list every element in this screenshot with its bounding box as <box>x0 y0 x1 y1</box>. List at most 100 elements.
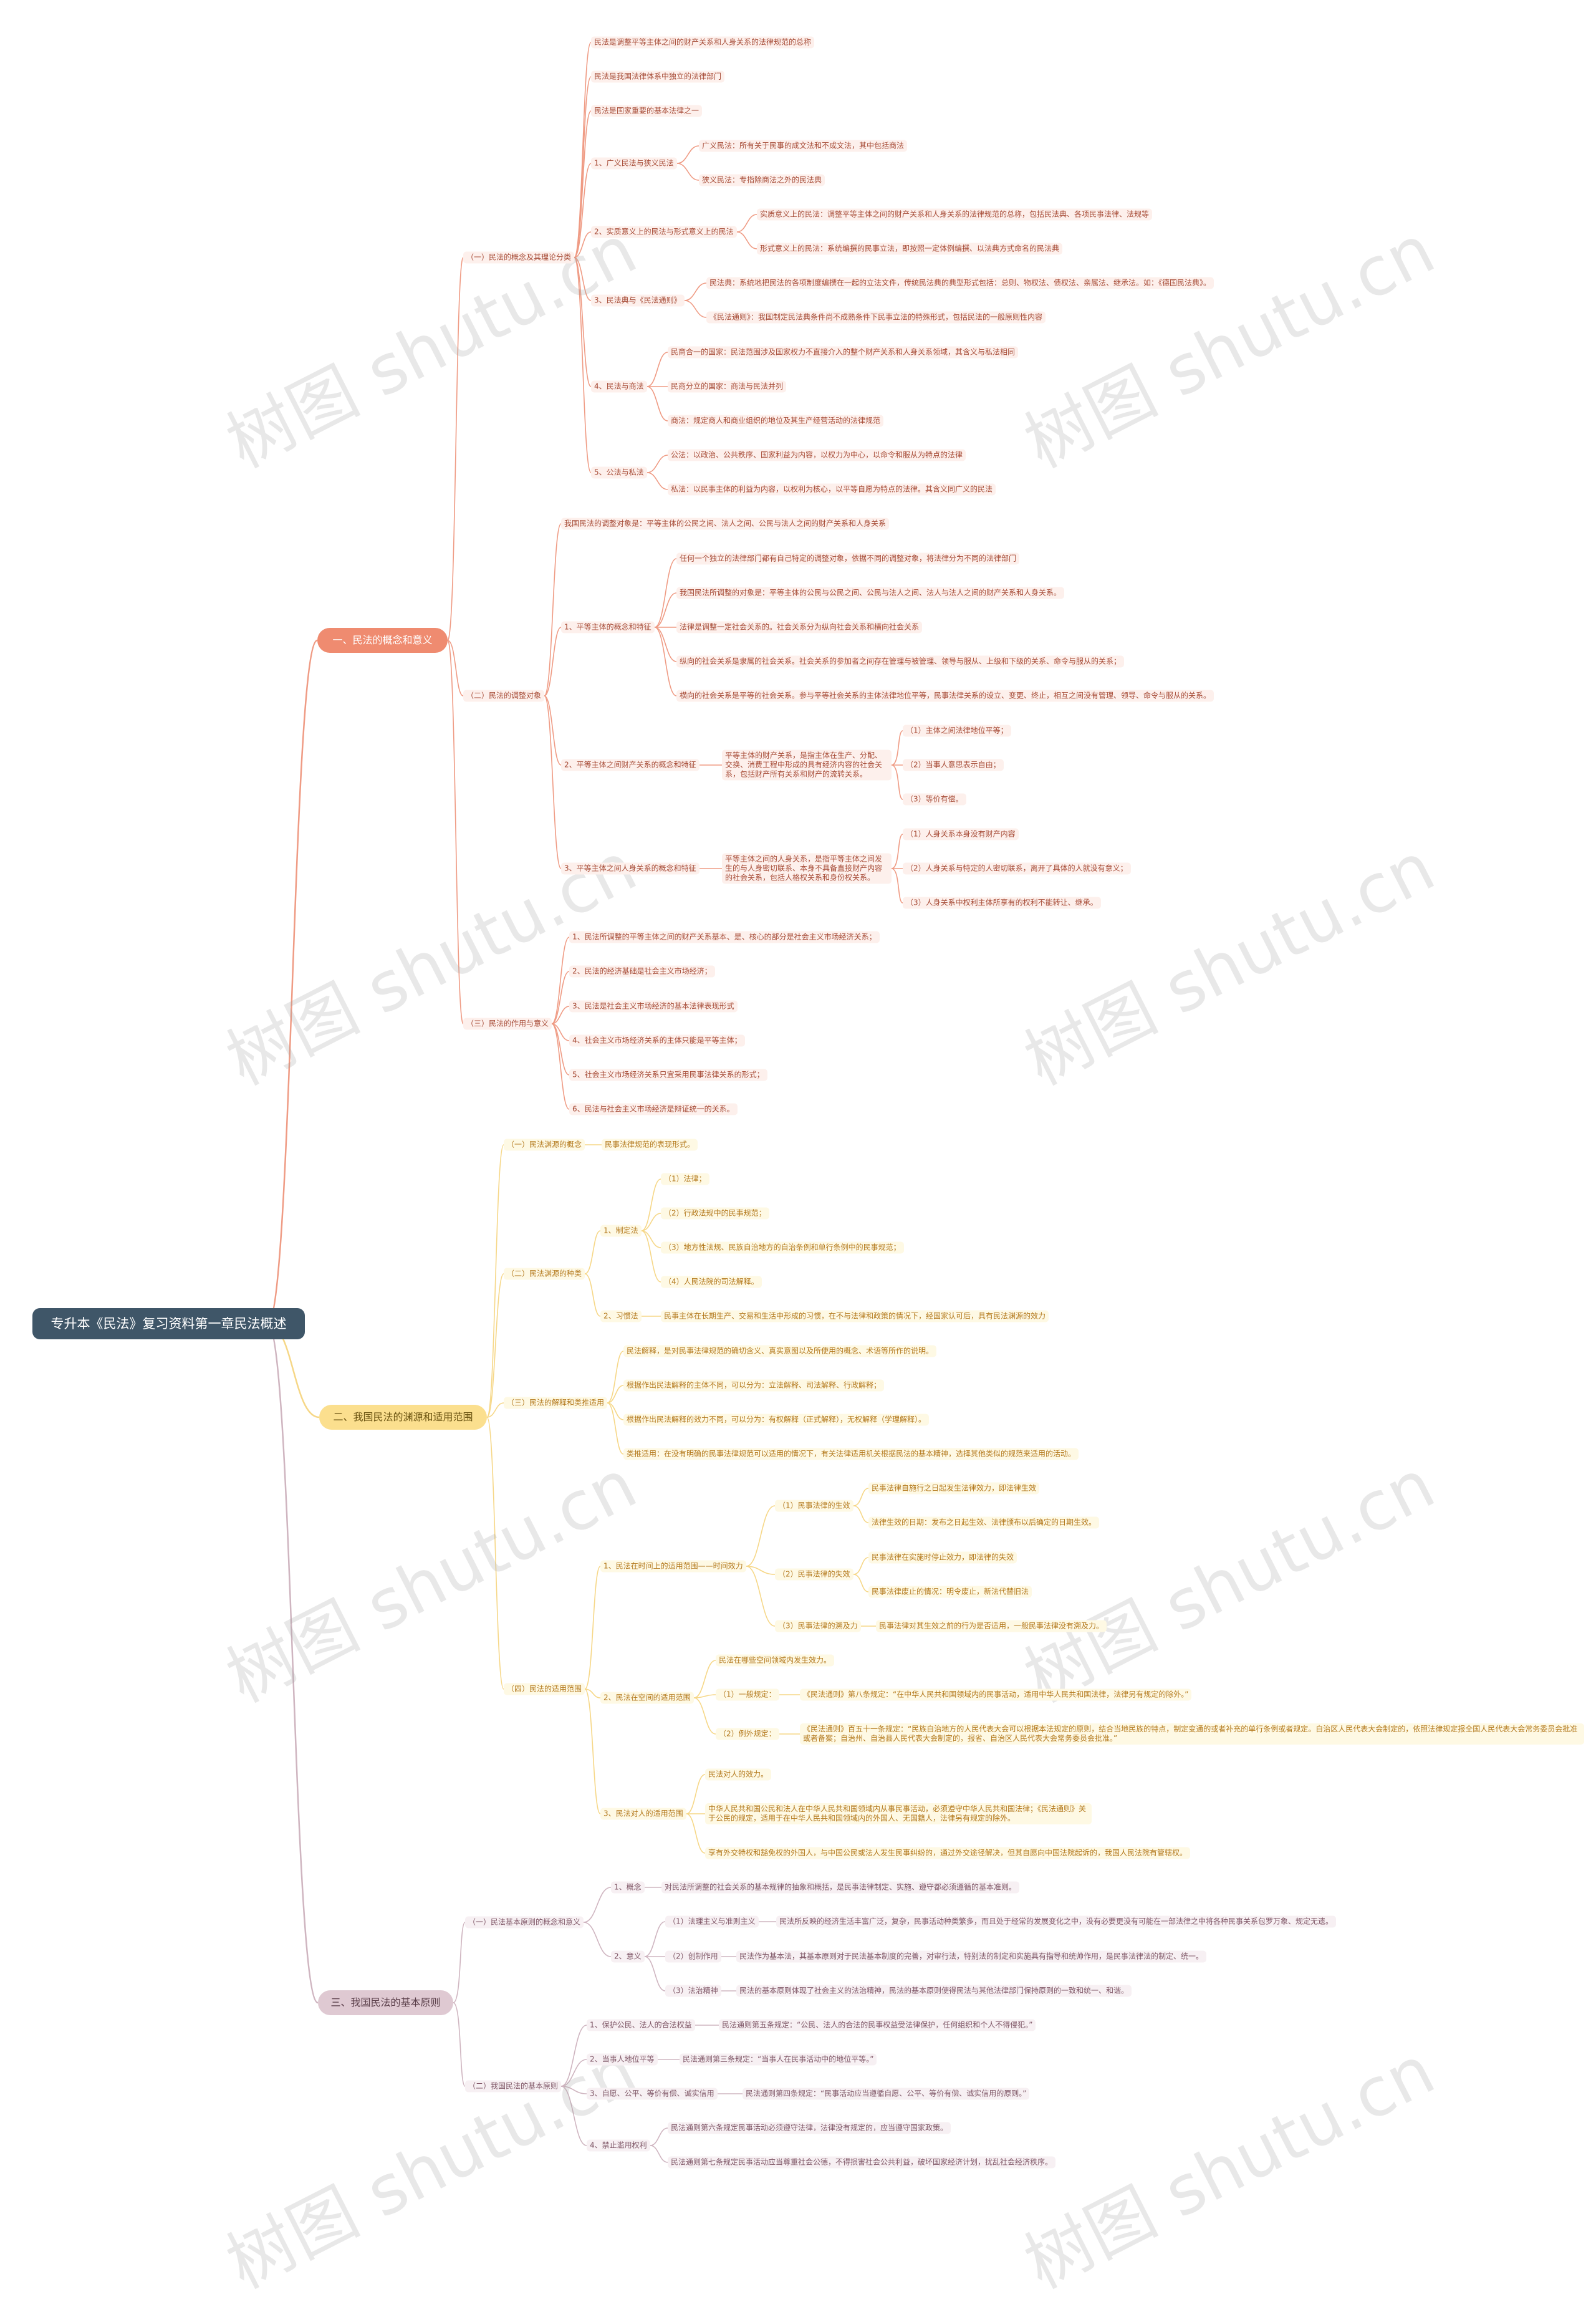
leaf-separated-countries[interactable]: 民商分立的国家：商法与民法并列 <box>668 380 787 393</box>
leaf-property-3[interactable]: （3）等价有偿。 <box>903 793 966 806</box>
leaf-adjustment-object[interactable]: 我国民法的调整对象是：平等主体的公民之间、法人之间、公民与法人之间的财产关系和人… <box>561 518 890 530</box>
topic-principle-definition[interactable]: 1、概念 <box>611 1881 645 1894</box>
topic-equal-subject[interactable]: 1、平等主体的概念和特征 <box>561 621 655 633</box>
leaf-role-1[interactable]: 1、民法所调整的平等主体之间的财产关系基本、是、核心的部分是社会主义市场经济关系… <box>569 931 880 943</box>
topic-significance-1[interactable]: （1）法理主义与准则主义 <box>665 1915 759 1928</box>
leaf-principle-4a[interactable]: 民法通则第六条规定民事活动必须遵守法律，法律没有规定的，应当遵守国家政策。 <box>668 2122 951 2134</box>
leaf-private-law[interactable]: 私法：以民事主体的利益为内容，以权利为核心，以平等自愿为特点的法律。其含义同广义… <box>668 483 996 496</box>
topic-time-scope[interactable]: 1、民法在时间上的适用范围——时间效力 <box>600 1560 746 1573</box>
leaf-narrow-civil-law[interactable]: 狭义民法：专指除商法之外的民法典 <box>699 174 825 186</box>
topic-principle-concept[interactable]: （一）民法基本原则的概念和意义 <box>465 1916 584 1929</box>
topic-public-private[interactable]: 5、公法与私法 <box>591 466 647 479</box>
leaf-role-6[interactable]: 6、民法与社会主义市场经济是辩证统一的关系。 <box>569 1103 738 1115</box>
leaf-principle-4b[interactable]: 民法通则第七条规定民事活动应当尊重社会公德，不得损害社会公共利益，破坏国家经济计… <box>668 2156 1056 2169</box>
leaf-commercial-law[interactable]: 商法：规定商人和商业组织的地位及其生产经营活动的法律规范 <box>668 415 884 427</box>
leaf-interpretation-2[interactable]: 根据作出民法解释的主体不同，可以分为：立法解释、司法解释、行政解释； <box>623 1379 885 1392</box>
leaf-equal-subject-5[interactable]: 横向的社会关系是平等的社会关系。参与平等社会关系的主体法律地位平等，民事法律关系… <box>676 690 1214 702</box>
topic-significance-2[interactable]: （2）创制作用 <box>665 1950 721 1963</box>
topic-principle-4[interactable]: 4、禁止滥用权利 <box>587 2139 650 2152</box>
leaf-statute-1[interactable]: （1）法律； <box>661 1173 709 1185</box>
topic-civil-commercial[interactable]: 4、民法与商法 <box>591 380 647 393</box>
leaf-role-4[interactable]: 4、社会主义市场经济关系的主体只能是平等主体； <box>569 1034 745 1047</box>
leaf-role-3[interactable]: 3、民法是社会主义市场经济的基本法律表现形式 <box>569 1000 738 1013</box>
leaf-equal-subject-4[interactable]: 纵向的社会关系是隶属的社会关系。社会关系的参加者之间存在管理与被管理、领导与服从… <box>676 655 1125 668</box>
leaf-exception-rule[interactable]: 《民法通则》百五十一条规定：“民族自治地方的人民代表大会可以根据本法规定的原则，… <box>800 1723 1584 1745</box>
leaf-person-scope-3[interactable]: 享有外交特权和豁免权的外国人，与中国公民或法人发生民事纠纷的，通过外交途径解决，… <box>705 1847 1191 1859</box>
leaf-significance-1[interactable]: 民法所反映的经济生活丰富广泛，复杂，民事活动种类繁多，而且处于经常的发展变化之中… <box>776 1915 1337 1928</box>
leaf-broad-civil-law[interactable]: 广义民法：所有关于民事的成文法和不成文法，其中包括商法 <box>699 140 908 152</box>
leaf-substantive[interactable]: 实质意义上的民法：调整平等主体之间的财产关系和人身关系的法律规范的总称，包括民法… <box>757 208 1153 221</box>
desc-property-relation[interactable]: 平等主体的财产关系，是指主体在生产、分配、交换、消费工程中形成的具有经济内容的社… <box>722 749 892 781</box>
topic-principle-significance[interactable]: 2、意义 <box>611 1950 645 1963</box>
leaf-effective-1[interactable]: 民事法律自施行之日起发生法律效力，即法律生效 <box>868 1482 1040 1495</box>
leaf-source-concept[interactable]: 民事法律规范的表现形式。 <box>602 1139 698 1151</box>
topic-scope[interactable]: （四）民法的适用范围 <box>504 1683 585 1695</box>
leaf-invalidation-2[interactable]: 民事法律废止的情况：明令废止，新法代替旧法 <box>868 1586 1032 1598</box>
topic-principle-2[interactable]: 2、当事人地位平等 <box>587 2053 658 2066</box>
topic-adjustment-object[interactable]: （二）民法的调整对象 <box>463 690 545 702</box>
topic-exception-rule[interactable]: （2）例外规定： <box>716 1728 779 1740</box>
topic-interpretation[interactable]: （三）民法的解释和类推适用 <box>504 1397 608 1409</box>
branch-civil-law-sources[interactable]: 二、我国民法的渊源和适用范围 <box>319 1405 487 1430</box>
leaf-formal[interactable]: 形式意义上的民法：系统编撰的民事立法，即按照一定体例编撰、以法典方式命名的民法典 <box>757 243 1063 255</box>
topic-broad-narrow[interactable]: 1、广义民法与狭义民法 <box>591 157 677 170</box>
leaf-independent-branch[interactable]: 民法是我国法律体系中独立的法律部门 <box>591 70 725 83</box>
topic-concept-classification[interactable]: （一）民法的概念及其理论分类 <box>463 251 575 264</box>
leaf-equal-subject-1[interactable]: 任何一个独立的法律部门都有自己特定的调整对象，依据不同的调整对象，将法律分为不同… <box>676 552 1020 565</box>
leaf-public-law[interactable]: 公法：以政治、公共秩序、国家利益为内容，以权力为中心，以命令和服从为特点的法律 <box>668 449 966 461</box>
branch-civil-law-concept[interactable]: 一、民法的概念和意义 <box>317 628 448 653</box>
leaf-statute-2[interactable]: （2）行政法规中的民事规范； <box>661 1207 769 1220</box>
leaf-space-scope[interactable]: 民法在哪些空间领域内发生效力。 <box>716 1654 835 1667</box>
leaf-general-rule[interactable]: 《民法通则》第八条规定：“在中华人民共和国领域内的民事活动，适用中华人民共和国法… <box>800 1688 1192 1701</box>
leaf-significance-3[interactable]: 民法的基本原则体现了社会主义的法治精神，民法的基本原则使得民法与其他法律部门保持… <box>736 1985 1132 1997</box>
leaf-role-5[interactable]: 5、社会主义市场经济关系只宜采用民事法律关系的形式； <box>569 1069 767 1081</box>
leaf-statute-4[interactable]: （4）人民法院的司法解释。 <box>661 1276 762 1288</box>
topic-person-scope[interactable]: 3、民法对人的适用范围 <box>600 1808 686 1820</box>
leaf-person-scope-1[interactable]: 民法对人的效力。 <box>705 1768 772 1781</box>
leaf-person-scope-2[interactable]: 中华人民共和国公民和法人在中华人民共和国领域内从事民事活动，必须遵守中华人民共和… <box>705 1803 1092 1824</box>
leaf-interpretation-1[interactable]: 民法解释，是对民事法律规范的确切含义、真实意图以及所使用的概念、术语等所作的说明… <box>623 1345 937 1357</box>
root-topic[interactable]: 专升本《民法》复习资料第一章民法概述 <box>32 1308 305 1339</box>
leaf-property-2[interactable]: （2）当事人意思表示自由； <box>903 759 1004 771</box>
leaf-basic-law[interactable]: 民法是国家重要的基本法律之一 <box>591 105 703 117</box>
leaf-personal-1[interactable]: （1）人身关系本身没有财产内容 <box>903 828 1019 840</box>
topic-invalidation[interactable]: （2）民事法律的失效 <box>775 1568 853 1581</box>
leaf-equal-subject-3[interactable]: 法律是调整一定社会关系的。社会关系分为纵向社会关系和横向社会关系 <box>676 621 923 633</box>
topic-property-relation[interactable]: 2、平等主体之间财产关系的概念和特征 <box>561 759 699 771</box>
leaf-civil-code[interactable]: 民法典：系统地把民法的各项制度编撰在一起的立法文件，传统民法典的典型形式包括：总… <box>706 277 1214 289</box>
leaf-principle-2[interactable]: 民法通则第三条规定：“当事人在民事活动中的地位平等。” <box>680 2053 877 2066</box>
leaf-equal-subject-2[interactable]: 我国民法所调整的对象是：平等主体的公民与公民之间、公民与法人之间、法人与法人之间… <box>676 587 1065 599</box>
topic-personal-relation[interactable]: 3、平等主体之间人身关系的概念和特征 <box>561 862 699 875</box>
desc-personal-relation[interactable]: 平等主体之间的人身关系，是指平等主体之间发生的与人身密切联系、本身不具备直接财产… <box>722 853 892 884</box>
leaf-effective-2[interactable]: 法律生效的日期：发布之日起生效、法律颁布以后确定的日期生效。 <box>868 1516 1100 1529</box>
topic-principle-1[interactable]: 1、保护公民、法人的合法权益 <box>587 2019 695 2031</box>
topic-principle-3[interactable]: 3、自愿、公平、等价有偿、诚实信用 <box>587 2088 718 2100</box>
leaf-general-principles[interactable]: 《民法通则》：我国制定民法典条件尚不成熟条件下民事立法的特殊形式，包括民法的一般… <box>706 311 1046 324</box>
topic-substantive-formal[interactable]: 2、实质意义上的民法与形式意义上的民法 <box>591 226 737 238</box>
topic-significance-3[interactable]: （3）法治精神 <box>665 1985 721 1997</box>
branch-civil-law-principles[interactable]: 三、我国民法的基本原则 <box>318 1990 453 2015</box>
topic-general-rule[interactable]: （1）一般规定： <box>716 1688 779 1701</box>
leaf-interpretation-4[interactable]: 类推适用：在没有明确的民事法律规范可以适用的情况下，有关法律适用机关根据民法的基… <box>623 1448 1079 1460</box>
leaf-custom-law[interactable]: 民事主体在长期生产、交易和生活中形成的习惯，在不与法律和政策的情况下，经国家认可… <box>661 1310 1049 1322</box>
topic-source-concept[interactable]: （一）民法渊源的概念 <box>504 1139 585 1151</box>
leaf-significance-2[interactable]: 民法作为基本法，其基本原则对于民法基本制度的完善，对审行法，特别法的制定和实施具… <box>736 1950 1207 1963</box>
topic-statute[interactable]: 1、制定法 <box>600 1225 642 1237</box>
topic-basic-principles[interactable]: （二）我国民法的基本原则 <box>465 2080 562 2093</box>
leaf-principle-1[interactable]: 民法通则第五条规定：“公民、法人的合法的民事权益受法律保护，任何组织和个人不得侵… <box>719 2019 1036 2031</box>
leaf-interpretation-3[interactable]: 根据作出民法解释的效力不同，可以分为：有权解释（正式解释），无权解释（学理解释）… <box>623 1414 930 1426</box>
leaf-retroactivity[interactable]: 民事法律对其生效之前的行为是否适用，一般民事法律没有溯及力。 <box>876 1620 1107 1632</box>
leaf-personal-3[interactable]: （3）人身关系中权利主体所享有的权利不能转让、继承。 <box>903 897 1101 909</box>
leaf-property-1[interactable]: （1）主体之间法律地位平等； <box>903 725 1011 737</box>
leaf-role-2[interactable]: 2、民法的经济基础是社会主义市场经济； <box>569 965 715 978</box>
topic-role-significance[interactable]: （三）民法的作用与意义 <box>463 1018 552 1030</box>
topic-retroactivity[interactable]: （3）民事法律的溯及力 <box>775 1620 861 1632</box>
leaf-principle-definition[interactable]: 对民法所调整的社会关系的基本规律的抽象和概括，是民事法律制定、实施、遵守都必须遵… <box>661 1881 1020 1894</box>
leaf-definition[interactable]: 民法是调整平等主体之间的财产关系和人身关系的法律规范的总称 <box>591 36 815 49</box>
topic-space-scope[interactable]: 2、民法在空间的适用范围 <box>600 1692 694 1704</box>
leaf-personal-2[interactable]: （2）人身关系与特定的人密切联系，离开了具体的人就没有意义； <box>903 862 1131 875</box>
topic-source-types[interactable]: （二）民法渊源的种类 <box>504 1268 585 1280</box>
topic-effective[interactable]: （1）民事法律的生效 <box>775 1500 853 1512</box>
leaf-principle-3[interactable]: 民法通则第四条规定：“民事活动应当遵循自愿、公平、等价有偿、诚实信用的原则。” <box>743 2088 1030 2100</box>
topic-civil-code[interactable]: 3、民法典与《民法通则》 <box>591 294 685 307</box>
